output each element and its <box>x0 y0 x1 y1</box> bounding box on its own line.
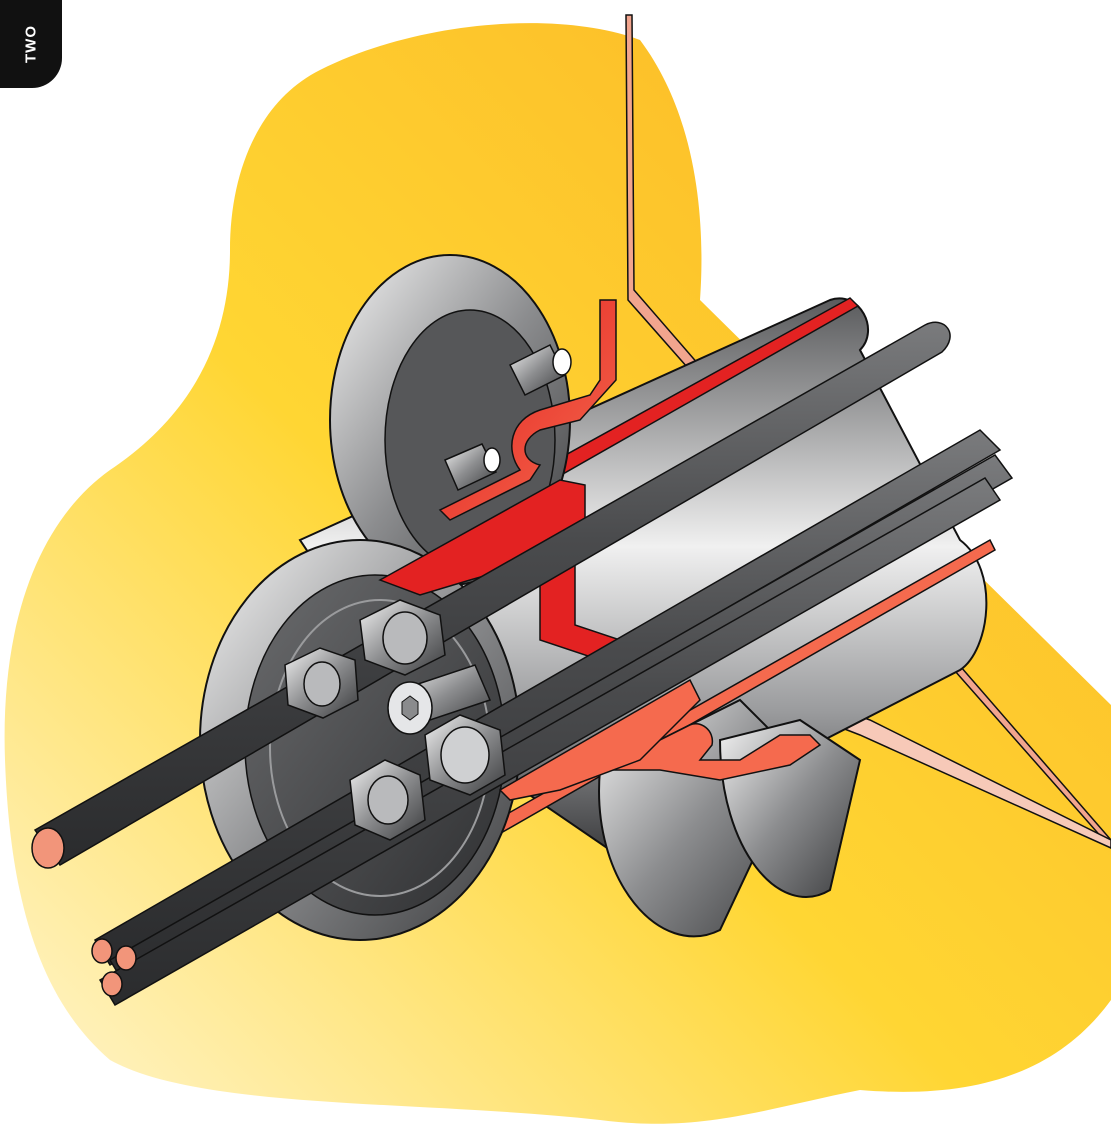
gland-nut-left <box>284 647 359 719</box>
wall-plate <box>625 14 1111 850</box>
set-screw-lower <box>444 443 501 492</box>
gland-nut-upper <box>359 599 446 676</box>
hex-bolt <box>387 664 492 735</box>
section-tab-label: TWO <box>22 25 40 63</box>
gland-nut-center <box>424 714 506 796</box>
flange-section-lower <box>599 723 822 781</box>
section-tab: TWO <box>0 0 62 88</box>
set-screw-upper <box>508 343 572 397</box>
gland-nut-lower <box>349 759 426 841</box>
seal-insert-lower <box>498 678 701 801</box>
flange-section-upper <box>438 299 617 521</box>
cable-bundle <box>91 429 1014 1007</box>
cable-main <box>31 321 951 869</box>
